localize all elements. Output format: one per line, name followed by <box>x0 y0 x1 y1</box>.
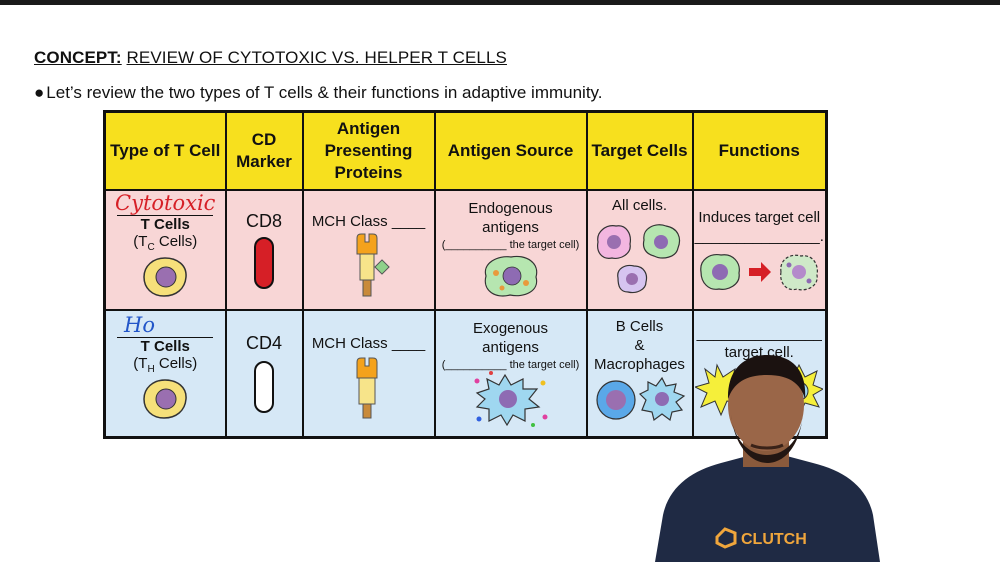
presenter-video: CLUTCH <box>655 355 880 562</box>
header-type: Type of T Cell <box>103 110 227 191</box>
concept-heading: CONCEPT: REVIEW OF CYTOTOXIC VS. HELPER … <box>34 48 507 68</box>
bullet-icon: ● <box>34 83 45 102</box>
helper-function-blank: _______________ <box>696 324 822 342</box>
cytotoxic-cell-icon <box>143 256 188 297</box>
cytotoxic-type-cell: Cytotoxic T Cells (TC Cells) <box>103 188 227 311</box>
helper-source-note: (__________ the target cell) <box>441 358 580 371</box>
cytotoxic-source-note: (__________ the target cell) <box>441 238 580 251</box>
cytotoxic-name: T Cells <box>140 215 190 233</box>
helper-targets-cell: B Cells&Macrophages <box>585 308 694 439</box>
cytotoxic-handwriting: Cytotoxic <box>115 190 216 215</box>
header-functions: Functions <box>691 110 828 191</box>
cytotoxic-cd: CD8 <box>245 210 282 231</box>
header-antigen-source: Antigen Source <box>433 110 588 191</box>
helper-cd: CD4 <box>245 332 282 353</box>
helper-handwriting: Ho <box>124 312 155 337</box>
cytotoxic-abbr: (TC Cells) <box>133 232 198 253</box>
concept-title: REVIEW OF CYTOTOXIC VS. HELPER T CELLS <box>126 48 507 67</box>
helper-mhc-cell: MCH Class ____ <box>301 308 436 439</box>
cytotoxic-cd-cell: CD8 <box>224 188 304 311</box>
concept-label: CONCEPT: <box>34 48 122 67</box>
helper-mhc: MCH Class ____ <box>311 334 426 352</box>
mhc-class-ii-icon <box>356 357 377 418</box>
clutch-logo-icon <box>715 527 737 549</box>
mhc-class-i-icon <box>356 233 390 296</box>
cytotoxic-function-cell: Induces target cell _______________. <box>691 188 828 311</box>
helper-targets: B Cells&Macrophages <box>594 317 685 373</box>
top-bar <box>0 0 1000 5</box>
helper-abbr: (TH Cells) <box>133 354 198 375</box>
cytotoxic-function: Induces target cell <box>698 208 821 226</box>
cytotoxic-targets: All cells. <box>611 196 667 214</box>
cd4-marker-icon <box>254 360 274 413</box>
row-cytotoxic: Cytotoxic T Cells (TC Cells) CD8 MCH Cla… <box>103 188 828 311</box>
helper-type-cell: Ho T Cells (TH Cells) <box>103 308 227 439</box>
infected-cell-icon <box>484 255 537 297</box>
b-cell-macrophage-icon <box>595 376 685 421</box>
bullet-text: Let’s review the two types of T cells & … <box>46 83 603 102</box>
antigen-presenting-cell-icon <box>474 370 547 427</box>
cd8-marker-icon <box>254 236 274 289</box>
apoptosis-icon <box>700 253 819 290</box>
target-cells-icon <box>596 223 680 293</box>
cytotoxic-function-blank: _______________. <box>694 227 824 245</box>
cytotoxic-mhc-cell: MCH Class ____ <box>301 188 436 311</box>
helper-cell-icon <box>143 378 188 419</box>
cytotoxic-mhc: MCH Class ____ <box>311 212 426 230</box>
cytotoxic-targets-cell: All cells. <box>585 188 694 311</box>
intro-bullet: ●Let’s review the two types of T cells &… <box>34 83 603 103</box>
shirt-logo-text: CLUTCH <box>741 531 807 548</box>
header-target-cells: Target Cells <box>585 110 694 191</box>
helper-cd-cell: CD4 <box>224 308 304 439</box>
helper-name: T Cells <box>140 337 190 355</box>
